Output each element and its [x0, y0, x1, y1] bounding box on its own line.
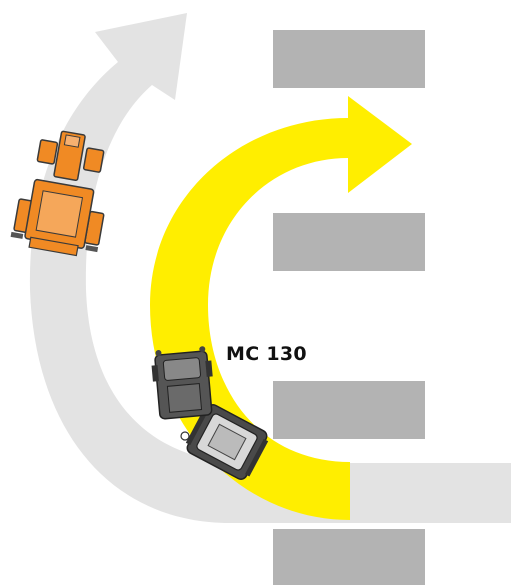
block-4	[273, 529, 425, 585]
block-1	[273, 30, 425, 88]
block-2	[273, 213, 425, 271]
block-3	[273, 381, 425, 439]
model-label: MC 130	[226, 343, 307, 365]
